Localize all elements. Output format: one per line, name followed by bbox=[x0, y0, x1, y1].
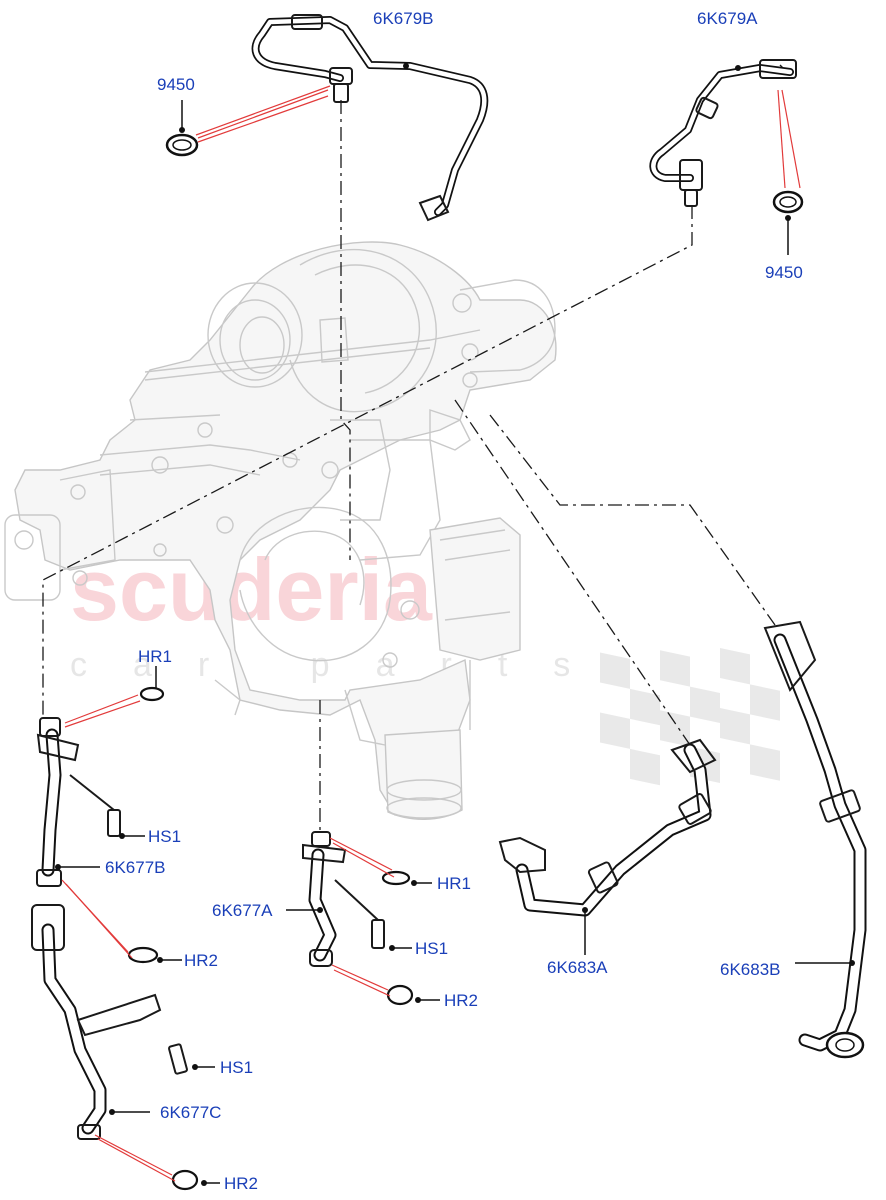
assembly-guides bbox=[42, 64, 786, 830]
washer-HR2-left-bottom bbox=[94, 1134, 220, 1191]
callout-9450-right: 9450 bbox=[765, 263, 803, 282]
part-6K683A bbox=[498, 738, 717, 955]
checkered-flag-watermark bbox=[600, 648, 780, 786]
callout-6K683B: 6K683B bbox=[720, 960, 781, 979]
callout-6K677C: 6K677C bbox=[160, 1103, 221, 1122]
callout-HR2-center: HR2 bbox=[444, 991, 478, 1010]
bolt-HS1-center bbox=[334, 879, 412, 951]
washer-9450-right bbox=[772, 89, 804, 255]
callout-HS1-lower: HS1 bbox=[220, 1058, 253, 1077]
washer-HR1-center bbox=[329, 837, 432, 886]
callout-HR2-left-bottom: HR2 bbox=[224, 1174, 258, 1193]
part-6K677B bbox=[36, 717, 100, 887]
washer-HR2-center bbox=[331, 964, 440, 1006]
part-6K679B bbox=[251, 14, 489, 222]
callout-HS1-left: HS1 bbox=[148, 827, 181, 846]
bolt-HS1-left bbox=[69, 774, 145, 839]
callout-6K677B: 6K677B bbox=[105, 858, 166, 877]
part-6K679A bbox=[649, 59, 797, 207]
bolt-HS1-lower bbox=[168, 1043, 215, 1075]
callout-labels: 6K679B 6K679A 9450 9450 HR1 HS1 6K677B H… bbox=[105, 9, 803, 1193]
callout-9450-left: 9450 bbox=[157, 75, 195, 94]
callout-HR1-left: HR1 bbox=[138, 647, 172, 666]
callout-HR2-left-top: HR2 bbox=[184, 951, 218, 970]
part-6K683B bbox=[763, 620, 867, 1059]
part-6K677C bbox=[31, 904, 162, 1140]
callout-HS1-center: HS1 bbox=[415, 939, 448, 958]
part-6K677A bbox=[286, 831, 347, 967]
callout-6K679B: 6K679B bbox=[373, 9, 434, 28]
callout-6K683A: 6K683A bbox=[547, 958, 608, 977]
callout-6K679A: 6K679A bbox=[697, 9, 758, 28]
callout-6K677A: 6K677A bbox=[212, 901, 273, 920]
washer-HR2-left-top bbox=[61, 879, 182, 964]
washer-HR1-left bbox=[64, 666, 165, 728]
turbocharger-assembly bbox=[4, 241, 557, 820]
washer-9450-left bbox=[165, 85, 331, 157]
callout-HR1-center: HR1 bbox=[437, 874, 471, 893]
